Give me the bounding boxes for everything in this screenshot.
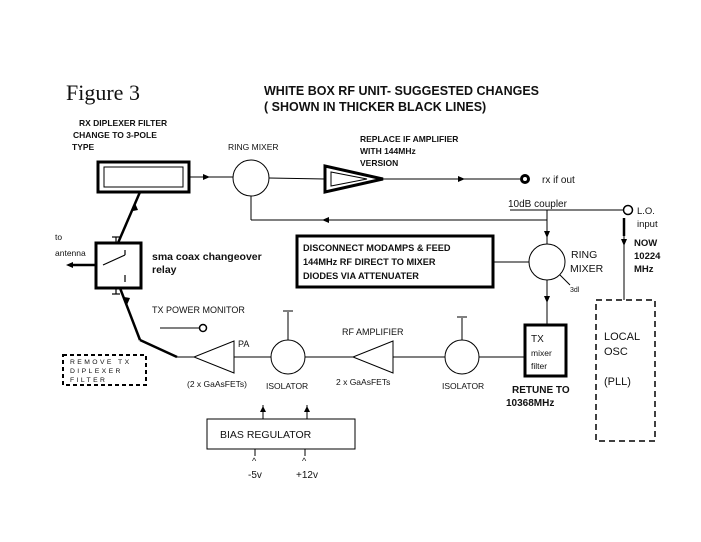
isolator-left	[270, 339, 306, 375]
arrow-rx-filter-out	[203, 174, 210, 180]
tx-mixer-filter-box	[523, 323, 568, 378]
local-osc-label-2: OSC	[604, 346, 628, 358]
ring-mixer-top-label: RING MIXER	[228, 142, 279, 152]
changed-wiring	[70, 191, 626, 359]
local-osc-label-1: LOCAL	[604, 331, 640, 343]
arrows	[66, 174, 627, 412]
rf-devices-label: 2 x GaAsFETs	[336, 377, 390, 387]
local-osc-box	[595, 299, 656, 442]
ground-marks	[283, 310, 467, 318]
antenna-label-1: to	[55, 232, 62, 242]
arrow-antenna	[66, 262, 73, 268]
lo-input-connector	[622, 204, 634, 216]
remove-tx-2: DIPLEXER	[70, 368, 123, 375]
rx-diplexer-filter-inner	[103, 166, 184, 188]
arrow-tx-up	[124, 297, 130, 305]
rx-if-out-label: rx if out	[542, 175, 575, 186]
bias-regulator-box	[206, 418, 356, 450]
tx-filter-label-3: filter	[531, 361, 547, 371]
tx-power-monitor-label: TX POWER MONITOR	[152, 305, 245, 315]
coupler-label: 10dB coupler	[508, 199, 568, 210]
ring-mixer-right-label-1: RING	[571, 249, 597, 261]
rf-amplifier	[351, 340, 394, 374]
disconnect-note-3: DIODES VIA ATTENUATER	[303, 271, 419, 281]
remove-tx-3: FILTER	[70, 377, 107, 384]
ring-mixer-top	[232, 159, 270, 197]
if-amplifier-inner	[330, 171, 368, 187]
changeover-relay	[94, 241, 143, 290]
relay-switch	[102, 236, 126, 295]
arrow-bias-right	[304, 406, 310, 412]
now-freq-3: MHz	[634, 264, 654, 275]
remove-tx-1: REMOVE TX	[70, 359, 132, 366]
mixer-small-label: 3dl	[570, 287, 580, 294]
figure-label: Figure 3	[66, 80, 140, 105]
ring-mixer-right-label-2: MIXER	[570, 263, 604, 275]
supply-pos-label: +12v	[296, 470, 318, 481]
isolator-right	[444, 339, 480, 375]
supply-pos-caret: ^	[302, 456, 307, 466]
if-amp-note-2: WITH 144MHz	[360, 146, 416, 156]
relay-note-2: relay	[152, 264, 177, 276]
rx-filter-note-3: TYPE	[72, 142, 95, 152]
pa-label: PA	[238, 339, 249, 349]
tx-filter-label-2: mixer	[531, 348, 552, 358]
tx-power-monitor-connector	[198, 323, 208, 333]
wiring	[160, 176, 625, 456]
if-amp-note-3: VERSION	[360, 158, 398, 168]
supply-neg-label: -5v	[248, 470, 262, 481]
arrow-coupler-down	[544, 231, 550, 238]
rf-amplifier-label: RF AMPLIFIER	[342, 327, 404, 337]
removed-tx-filter-box	[62, 354, 147, 386]
bias-regulator-label: BIAS REGULATOR	[220, 429, 312, 441]
disconnect-note-2: 144MHz RF DIRECT TO MIXER	[303, 257, 436, 267]
rx-if-out-connector-ring	[523, 177, 527, 181]
isolator-right-label: ISOLATOR	[442, 381, 484, 391]
lo-label-2: input	[637, 219, 658, 230]
rx-filter-note-1: RX DIPLEXER FILTER	[79, 118, 167, 128]
arrow-coupler-left	[322, 217, 329, 223]
ring-mixer-right	[528, 243, 566, 281]
disconnect-note-1: DISCONNECT MODAMPS & FEED	[303, 243, 451, 253]
antenna-label-2: antenna	[55, 248, 86, 258]
retune-label-2: 10368MHz	[506, 398, 554, 409]
retune-label-1: RETUNE TO	[512, 385, 570, 396]
if-amp-note-1: REPLACE IF AMPLIFIER	[360, 134, 458, 144]
diagram-subtitle: ( SHOWN IN THICKER BLACK LINES)	[264, 100, 486, 114]
now-freq-2: 10224	[634, 251, 661, 262]
power-amplifier	[192, 340, 235, 374]
arrow-mixer-down	[544, 296, 550, 303]
local-osc-label-3: (PLL)	[604, 376, 631, 388]
tx-filter-label-1: TX	[531, 334, 544, 345]
lo-label-1: L.O.	[637, 206, 655, 217]
arrow-bias-left	[260, 406, 266, 412]
now-freq-1: NOW	[634, 238, 657, 249]
mixer-termination	[559, 274, 571, 286]
pa-devices-label: (2 x GaAsFETs)	[187, 379, 247, 389]
rx-filter-note-2: CHANGE TO 3-POLE	[73, 130, 157, 140]
supply-neg-caret: ^	[252, 456, 257, 466]
arrow-relay-up	[133, 203, 138, 211]
isolator-left-label: ISOLATOR	[266, 381, 308, 391]
arrow-lo-down	[621, 239, 627, 246]
diagram-title: WHITE BOX RF UNIT- SUGGESTED CHANGES	[264, 84, 539, 98]
arrow-if-out	[458, 176, 465, 182]
relay-note-1: sma coax changeover	[152, 251, 262, 263]
if-amplifier	[323, 164, 384, 194]
